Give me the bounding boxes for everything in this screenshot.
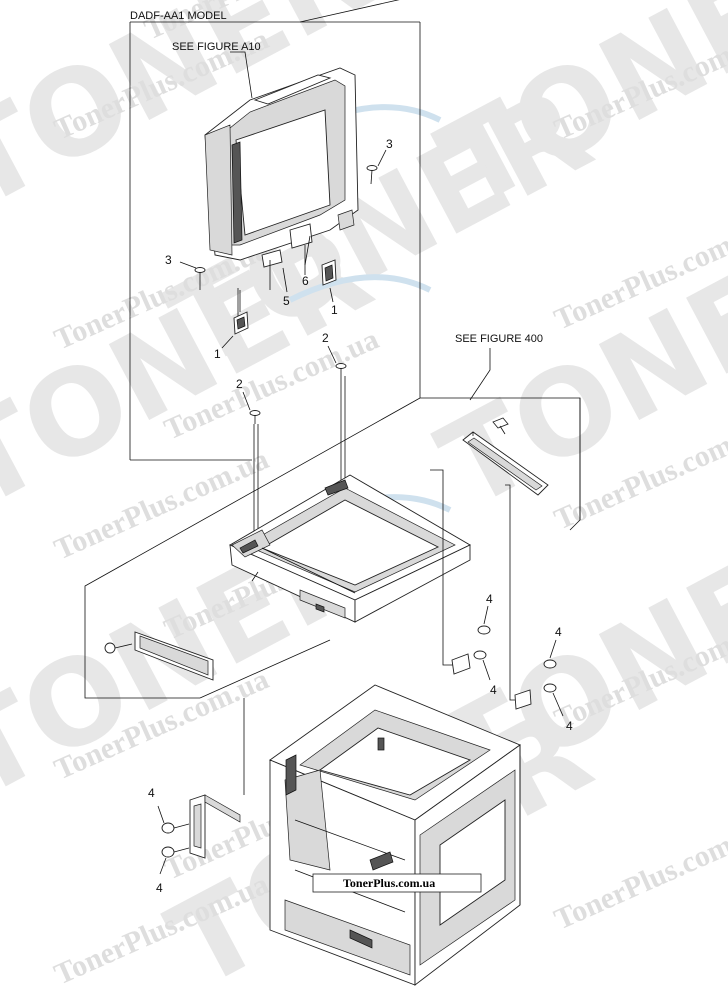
dadf-frame: DADF-AA1 MODEL [129,0,421,461]
bracket-center: 4 4 [430,469,497,697]
bracket-right: 4 4 [505,484,573,733]
screw-4-center-bottom: 4 [473,650,497,697]
see-figure-400: SEE FIGURE 400 [455,333,543,345]
scanner-frame: SEE FIGURE 400 [84,333,581,699]
screw-4-left-bottom: 4 [156,846,190,895]
callout-4: 4 [486,592,493,606]
screw-4-center-top: 4 [477,592,493,635]
callout-4: 4 [555,625,562,639]
callout-3: 3 [165,253,172,267]
callout-3: 3 [386,137,393,151]
hinge-1-right: 1 [321,259,338,317]
bracket-5: 5 [282,267,290,308]
callout-4: 4 [148,786,155,800]
callout-2: 2 [236,377,243,391]
banner-text: TonerPlus.com.ua [343,876,435,890]
callout-6: 6 [302,274,309,288]
callout-4: 4 [156,881,163,895]
dadf-unit: SEE FIGURE A10 [172,41,359,290]
side-plate-left [104,631,214,681]
bracket-6: 6 [302,245,309,288]
bracket-left: 4 4 [148,698,245,895]
callout-4: 4 [490,683,497,697]
watermark-url: TonerPlus.com.ua [549,812,728,936]
screw-2-left: 2 [236,377,261,540]
scanner-unit [229,474,471,623]
hinge-1-left: 1 [214,288,249,361]
model-label: DADF-AA1 MODEL [130,10,227,22]
screw-rear [492,417,509,435]
screw-4-right-top: 4 [543,625,562,669]
screw-3-right: 3 [366,137,393,185]
banner: TonerPlus.com.ua [312,873,482,893]
screw-3-left: 3 [165,253,206,290]
screw-4-left-top: 4 [148,786,190,834]
callout-5: 5 [283,294,290,308]
see-figure-a10: SEE FIGURE A10 [172,41,261,53]
rear-plate [462,417,549,496]
main-body [269,684,521,986]
callout-4: 4 [566,719,573,733]
screw-2-right: 2 [322,331,347,485]
callout-1: 1 [331,303,338,317]
screw-4-right-bottom: 4 [543,683,573,733]
callout-1: 1 [214,347,221,361]
callout-2: 2 [322,331,329,345]
